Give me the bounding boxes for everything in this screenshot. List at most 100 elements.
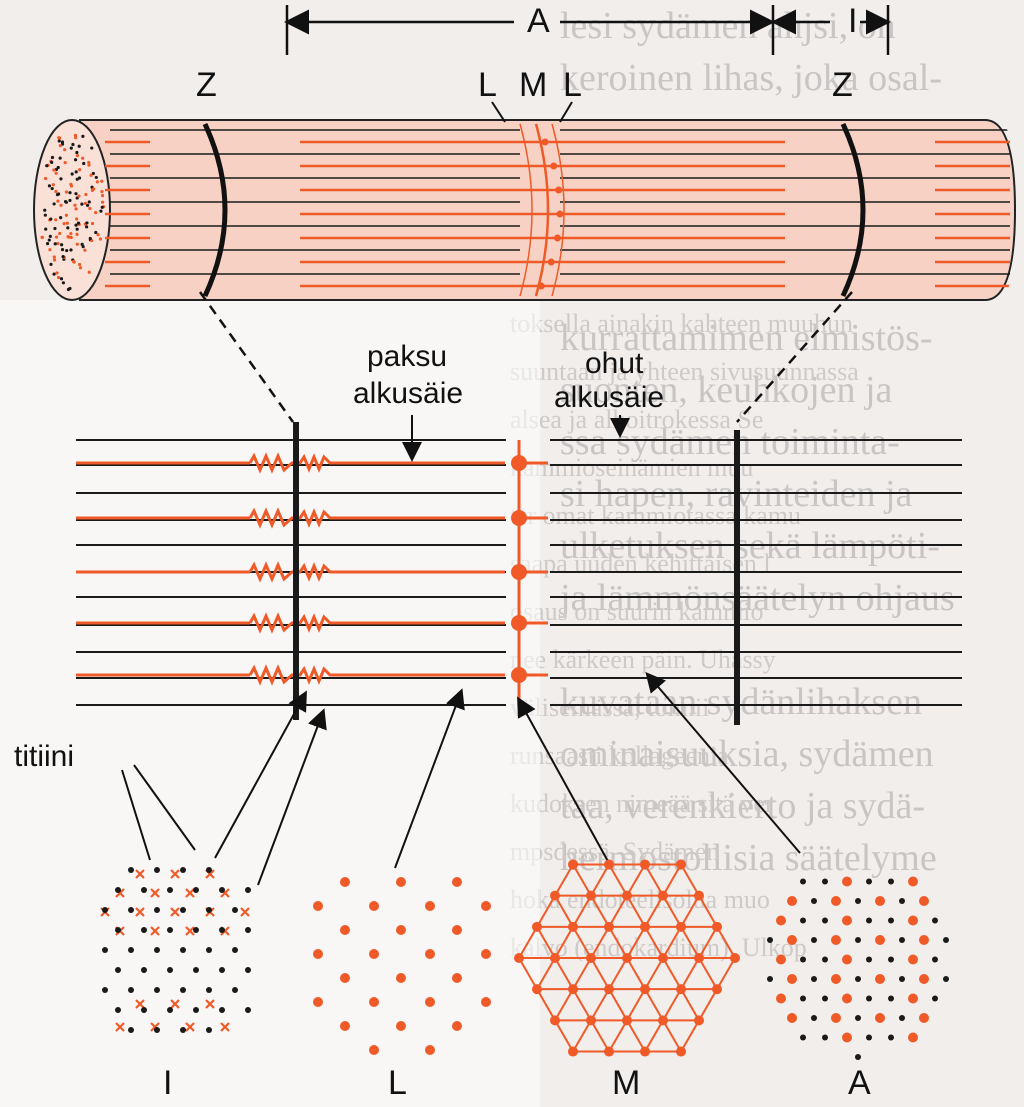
- end-dot: [79, 266, 82, 269]
- end-dot: [56, 242, 59, 245]
- end-dot: [78, 145, 81, 148]
- m-bridge: [555, 864, 573, 895]
- m-node: [604, 922, 614, 932]
- thin-dot: [811, 898, 817, 904]
- label-l-bottom: L: [388, 1064, 407, 1103]
- thin-dot: [866, 996, 872, 1002]
- m-bridge: [555, 989, 573, 1020]
- m-node: [532, 922, 542, 932]
- thin-dot: [193, 1007, 199, 1013]
- m-node: [568, 859, 578, 869]
- thin-dot: [206, 947, 212, 953]
- end-dot: [81, 135, 84, 138]
- m-node: [676, 859, 686, 869]
- m-bridge: [591, 958, 609, 989]
- diagram-panel: [0, 300, 540, 1107]
- end-dot: [75, 207, 78, 210]
- m-node: [640, 984, 650, 994]
- thick-dot: [842, 916, 852, 926]
- m-bridge: [555, 958, 573, 989]
- thin-dot: [154, 907, 160, 913]
- thin-dot: [932, 918, 938, 924]
- end-dot: [74, 192, 77, 195]
- thick-dot: [481, 997, 491, 1007]
- thick-dot: [842, 994, 852, 1004]
- m-bridge: [609, 896, 627, 927]
- m-line-dot: [554, 235, 561, 242]
- m-node: [568, 922, 578, 932]
- end-dot: [57, 166, 60, 169]
- thin-dot: [115, 1007, 121, 1013]
- thick-dot: [452, 925, 462, 935]
- end-dot: [92, 187, 95, 190]
- end-dot: [56, 199, 59, 202]
- thin-dot: [206, 1027, 212, 1033]
- thin-dot: [128, 1027, 134, 1033]
- end-dot: [57, 136, 60, 139]
- thin-dot: [767, 976, 773, 982]
- end-dot: [74, 158, 77, 161]
- m-node: [604, 859, 614, 869]
- thick-dot: [842, 1033, 852, 1043]
- thick-dot: [908, 994, 918, 1004]
- end-dot: [78, 176, 81, 179]
- thick-dot: [369, 949, 379, 959]
- m-bridge: [681, 989, 699, 1020]
- m-bridge: [591, 864, 609, 895]
- end-dot: [95, 176, 98, 179]
- thick-dot: [875, 935, 885, 945]
- end-dot: [53, 258, 56, 261]
- m-bridge: [591, 927, 609, 958]
- zoom-line-right: [737, 292, 852, 422]
- end-dot: [58, 232, 61, 235]
- thick-dot: [919, 935, 929, 945]
- thick-dot: [787, 1013, 797, 1023]
- thin-dot: [206, 867, 212, 873]
- m-bridge: [573, 989, 591, 1020]
- m-bridge: [663, 958, 681, 989]
- m-node: [568, 984, 578, 994]
- end-dot: [87, 164, 90, 167]
- label-z-right: Z: [832, 66, 853, 105]
- m-node: [622, 953, 632, 963]
- m-node: [730, 953, 740, 963]
- thin-dot: [811, 1015, 817, 1021]
- m-bridge: [645, 989, 663, 1020]
- m-node: [694, 953, 704, 963]
- thin-dot: [800, 1035, 806, 1041]
- thick-dot: [842, 955, 852, 965]
- thin-dot: [232, 907, 238, 913]
- end-dot: [101, 201, 104, 204]
- label-ohut-1: ohut: [585, 347, 643, 381]
- end-dot: [74, 134, 77, 137]
- thin-dot: [219, 887, 225, 893]
- thick-dot: [396, 973, 406, 983]
- m-bridge: [627, 896, 645, 927]
- end-dot: [52, 183, 55, 186]
- m-bridge: [609, 1020, 627, 1051]
- end-dot: [99, 210, 102, 213]
- m-node: [658, 953, 668, 963]
- m-node: [676, 922, 686, 932]
- m-node: [586, 891, 596, 901]
- thin-dot: [167, 887, 173, 893]
- thin-dot: [206, 907, 212, 913]
- m-bridge: [663, 896, 681, 927]
- thick-dot: [340, 1021, 350, 1031]
- thin-dot: [943, 937, 949, 943]
- m-line-dot: [555, 187, 562, 194]
- thin-dot: [115, 887, 121, 893]
- thick-dot: [831, 935, 841, 945]
- m-bridge: [573, 927, 591, 958]
- end-dot: [45, 164, 48, 167]
- thick-dot: [340, 973, 350, 983]
- end-dot: [80, 203, 83, 206]
- myofibril-cylinder: [34, 120, 1015, 300]
- m-line-dot: [548, 259, 555, 266]
- thick-dot: [787, 896, 797, 906]
- thick-dot: [776, 994, 786, 1004]
- thin-dot: [822, 957, 828, 963]
- label-i-bottom: I: [163, 1064, 172, 1103]
- m-node: [622, 1015, 632, 1025]
- end-dot: [83, 249, 86, 252]
